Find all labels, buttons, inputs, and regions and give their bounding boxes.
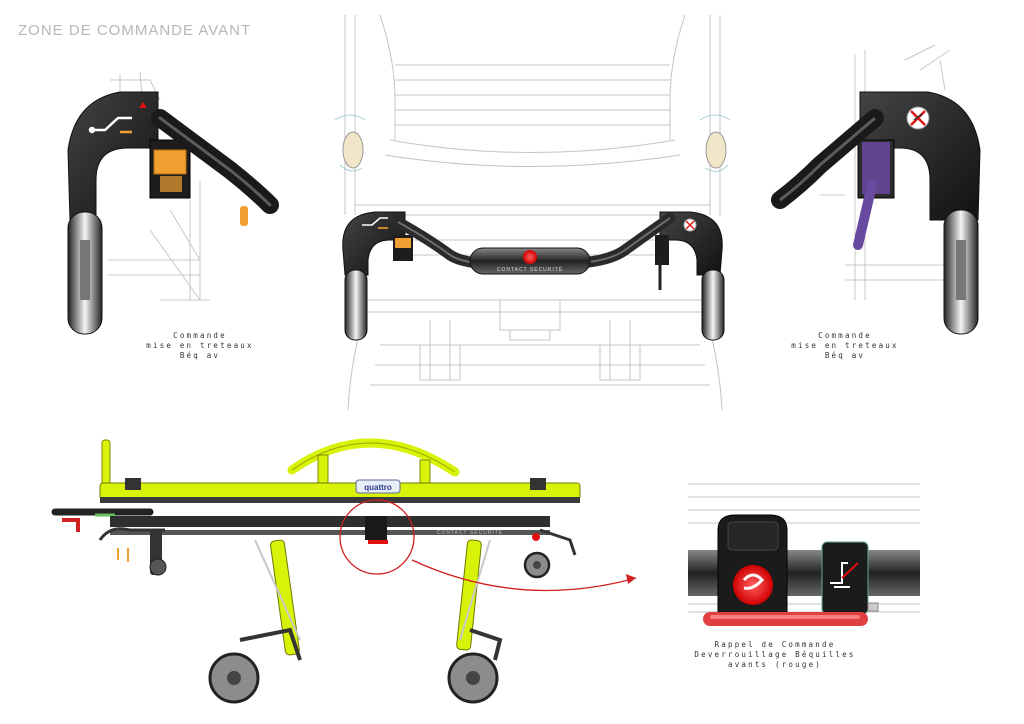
center-left-wheel <box>344 269 368 341</box>
stretcher-rail-underside <box>100 497 580 503</box>
inset-red-logo-icon <box>733 565 773 605</box>
stretcher-wheel-head <box>149 558 167 576</box>
stretcher-foot-red-dot <box>532 533 540 541</box>
zoom-highlight-circle <box>339 499 415 575</box>
right-control-detail <box>771 44 981 335</box>
center-blue-lines <box>334 114 731 172</box>
stretcher-orange-lever <box>117 548 129 562</box>
stretcher-brand-label: quattro <box>364 483 392 492</box>
center-front-view: CONTACT SÉCURITÉ <box>334 14 731 411</box>
stretcher-foot-fork <box>539 528 577 556</box>
contact-securite-handle-label: CONTACT SÉCURITÉ <box>497 266 563 273</box>
stretcher-red-head-lever <box>62 518 80 532</box>
stretcher-red-release <box>368 540 388 544</box>
center-right-column <box>655 235 669 265</box>
zoom-inset <box>688 483 920 626</box>
center-right-joint <box>705 131 727 169</box>
center-right-arm <box>659 211 723 276</box>
stretcher-head-clamp <box>125 478 141 490</box>
zoom-arrow-head <box>626 574 636 584</box>
stretcher-leg-strut-left <box>254 539 301 641</box>
stretcher-wheel-left-hub <box>227 671 241 685</box>
center-frame-lines <box>344 14 723 411</box>
stretcher-brand-badge <box>355 479 401 494</box>
right-purple-lever <box>853 180 877 250</box>
right-wheel-hub <box>956 240 966 300</box>
caption-right: Commande mise en treteaux Béq av <box>791 331 899 360</box>
center-left-joint <box>342 131 364 169</box>
stretcher-frame-lower <box>110 530 550 535</box>
inset-box-cap <box>727 521 779 551</box>
stretcher-top-rail <box>99 482 581 500</box>
stretcher-leg-right <box>456 539 482 651</box>
caption-left: Commande mise en treteaux Béq av <box>146 331 254 360</box>
stretcher-head-fork <box>98 527 165 541</box>
inset-small-clip <box>867 602 879 612</box>
center-left-arm-icon <box>362 217 388 229</box>
inset-logo-swoosh <box>742 573 765 590</box>
stretcher-wheel-right-hub <box>466 671 480 685</box>
stretcher-foot-clamp <box>530 478 546 490</box>
stretcher-caster-arm-right <box>469 628 503 661</box>
inset-lever-icon <box>830 562 859 588</box>
contact-securite-frame-label: CONTACT SÉCURITÉ <box>437 529 503 536</box>
center-orange-block <box>395 238 411 248</box>
stretcher-control-box <box>365 516 387 540</box>
left-orange-lower <box>160 176 182 192</box>
stretcher-leg-strut-right <box>459 539 491 641</box>
page-title: ZONE DE COMMANDE AVANT <box>18 22 252 39</box>
left-arm-icon <box>88 116 132 134</box>
left-orange-block <box>153 149 187 175</box>
zoom-arrow <box>411 559 637 592</box>
stretcher-leg-left <box>270 539 300 656</box>
caption-bottom: Rappel de Commande Deverrouillage Béquil… <box>694 640 856 669</box>
left-warning-icon <box>139 102 147 108</box>
stretcher-caster-arm-left <box>239 627 302 661</box>
stretcher-side-view: quattro CONTACT SÉCURITÉ <box>51 438 581 704</box>
left-arm <box>67 91 159 221</box>
left-wheel-hub <box>80 240 90 300</box>
inset-lever-panel <box>821 541 869 615</box>
center-right-wheel <box>701 269 725 341</box>
left-control-detail <box>67 71 279 335</box>
left-orange-lever <box>240 206 248 226</box>
stretcher-main-frame <box>110 516 550 527</box>
center-red-logo-icon <box>523 250 537 264</box>
center-left-arm <box>342 211 406 276</box>
